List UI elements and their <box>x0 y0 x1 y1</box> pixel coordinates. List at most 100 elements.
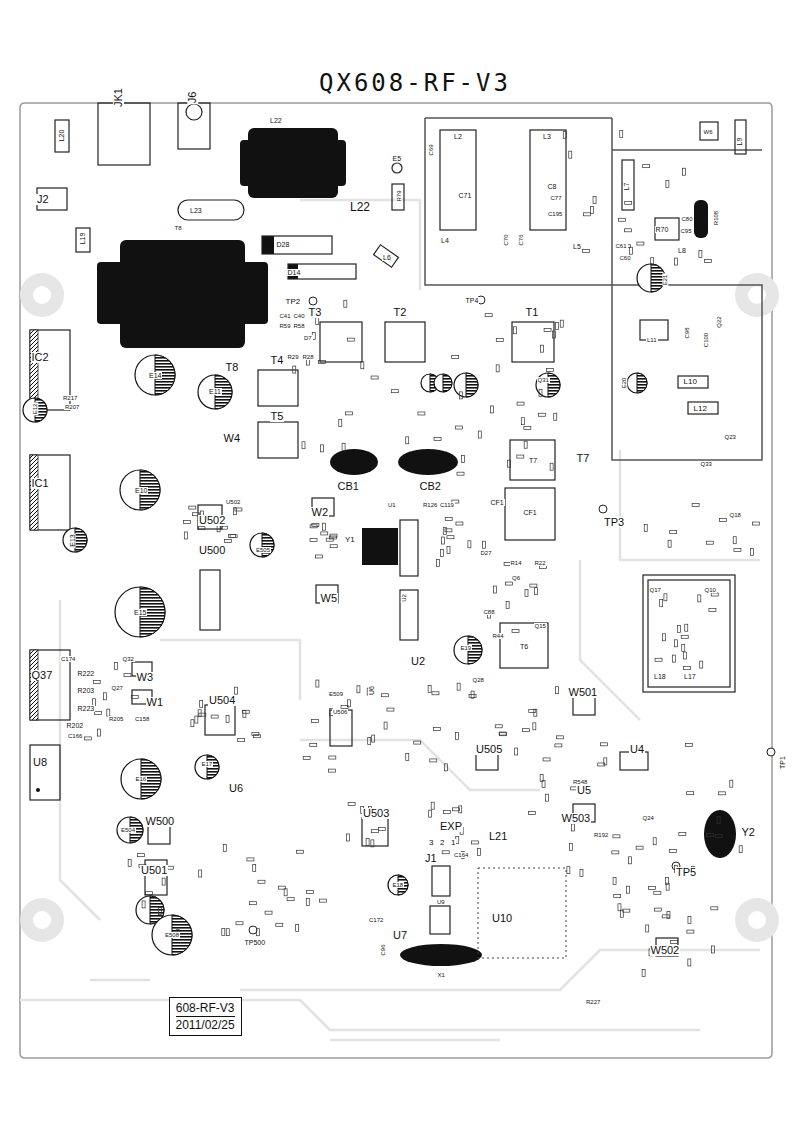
part-designator: L8 <box>677 247 687 254</box>
silkscreen-shape <box>320 322 362 362</box>
part-designator: Q18 <box>729 512 742 518</box>
silkscreen-shape <box>30 455 38 530</box>
silkscreen-shape <box>628 857 631 864</box>
part-designator: U2 <box>401 593 407 603</box>
silkscreen-shape <box>582 250 589 253</box>
part-designator: D28 <box>276 241 291 248</box>
silkscreen-shape <box>230 535 237 538</box>
silkscreen-shape <box>63 528 87 552</box>
silkscreen-shape <box>198 527 205 530</box>
silkscreen-shape <box>93 680 100 683</box>
silkscreen-shape <box>496 365 499 372</box>
silkscreen-shape <box>234 687 237 694</box>
silkscreen-shape <box>540 345 543 352</box>
part-designator: R548 <box>572 779 588 785</box>
silkscreen-shape <box>318 360 325 363</box>
silkscreen-shape <box>678 376 708 388</box>
silkscreen-shape <box>224 540 231 543</box>
silkscreen-shape <box>200 700 203 707</box>
silkscreen-shape <box>432 692 439 695</box>
part-designator: IC1 <box>31 478 50 489</box>
silkscreen-shape <box>720 519 727 522</box>
silkscreen-shape <box>316 555 323 558</box>
silkscreen-shape <box>242 710 249 713</box>
silkscreen-shape <box>434 374 452 392</box>
silkscreen-shape <box>694 200 708 238</box>
silkscreen-shape <box>158 908 161 915</box>
silkscreen-shape <box>637 264 665 292</box>
silkscreen-shape <box>347 338 354 341</box>
part-designator: C158 <box>134 716 150 722</box>
silkscreen-shape <box>637 373 647 393</box>
part-designator: L7 <box>623 181 630 191</box>
silkscreen-shape <box>135 355 175 395</box>
silkscreen-shape <box>646 925 649 932</box>
silkscreen-group <box>117 817 143 843</box>
part-designator: R207 <box>64 404 80 410</box>
part-designator: W1 <box>146 697 165 708</box>
silkscreen-shape <box>555 744 562 747</box>
silkscreen-group <box>434 374 452 392</box>
part-designator: C88 <box>483 609 496 615</box>
silkscreen-shape <box>429 810 432 817</box>
part-designator: CB2 <box>419 481 442 492</box>
silkscreen-shape <box>524 427 531 430</box>
silkscreen-shape <box>30 745 60 800</box>
part-designator: E18 <box>392 882 405 888</box>
part-designator: U7 <box>392 930 408 941</box>
silkscreen-shape <box>681 635 688 638</box>
silkscreen-shape <box>430 906 450 934</box>
silkscreen-shape <box>253 864 256 871</box>
part-designator: T7 <box>576 453 591 464</box>
silkscreen-shape <box>229 535 236 538</box>
part-designator: T6 <box>519 643 529 650</box>
silkscreen-shape <box>302 442 305 449</box>
silkscreen-shape <box>692 503 699 506</box>
silkscreen-shape <box>319 899 326 902</box>
silkscreen-shape <box>178 103 210 149</box>
silkscreen-shape <box>529 812 536 815</box>
part-designator: U501 <box>140 865 168 876</box>
silkscreen-shape <box>146 892 153 895</box>
part-designator: L21 <box>488 831 508 842</box>
silkscreen-shape <box>445 764 448 771</box>
silkscreen-group <box>84 130 759 976</box>
silkscreen-shape <box>648 887 655 890</box>
part-designator: C60 <box>619 255 632 261</box>
silkscreen-shape <box>381 694 388 697</box>
silkscreen-group <box>20 273 779 942</box>
silkscreen-shape <box>600 743 607 746</box>
silkscreen-shape <box>276 923 283 926</box>
part-designator: Q37 <box>31 670 54 681</box>
silkscreen-group <box>97 128 736 966</box>
silkscreen-shape <box>560 320 563 327</box>
silkscreen-shape <box>563 131 566 138</box>
silkscreen-shape <box>604 758 607 765</box>
silkscreen-shape <box>400 944 482 966</box>
part-designator: W500 <box>145 816 176 827</box>
silkscreen-shape <box>493 586 496 593</box>
part-designator: TP1 <box>778 755 785 770</box>
silkscreen-shape <box>530 130 566 230</box>
silkscreen-shape <box>388 875 408 895</box>
part-designator: E20 <box>621 377 627 390</box>
part-designator: U505 <box>475 744 503 755</box>
silkscreen-shape <box>506 602 509 609</box>
silkscreen-shape <box>499 732 506 735</box>
part-designator: U502 <box>198 515 226 526</box>
part-designator: R44 <box>492 633 505 639</box>
silkscreen-group <box>454 373 478 397</box>
silkscreen-shape <box>688 402 718 414</box>
silkscreen-shape <box>428 686 431 693</box>
part-designator: C174 <box>60 656 76 662</box>
silkscreen-shape <box>312 333 315 340</box>
part-designator: C164 <box>453 852 469 858</box>
silkscreen-group <box>135 355 175 395</box>
silkscreen-shape <box>372 830 379 833</box>
silkscreen-shape <box>461 455 464 462</box>
part-designator: TP2 <box>285 298 302 306</box>
silkscreen-shape <box>23 398 47 422</box>
part-designator: W502 <box>650 945 681 956</box>
silkscreen-shape <box>33 286 51 304</box>
